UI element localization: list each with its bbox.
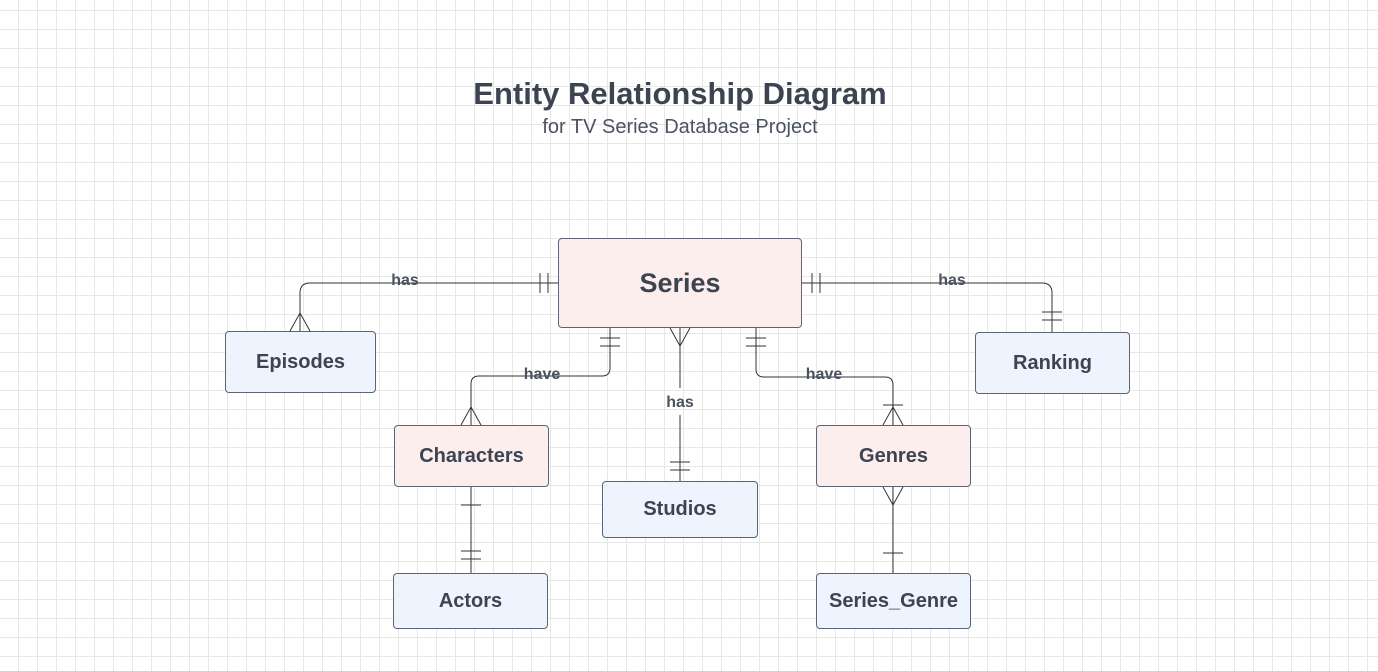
- entity-ranking-label: Ranking: [1013, 351, 1092, 374]
- entity-characters[interactable]: Characters: [394, 425, 549, 487]
- mark-one-series-genres: [746, 337, 766, 347]
- entity-episodes[interactable]: Episodes: [225, 331, 376, 393]
- diagram-subtitle: for TV Series Database Project: [542, 116, 818, 138]
- entity-genres[interactable]: Genres: [816, 425, 971, 487]
- relationship-label-series-genres: have: [805, 366, 843, 383]
- connector-series-characters: [470, 328, 611, 425]
- mark-many-characters: [460, 405, 482, 426]
- mark-many-series-studios: [669, 327, 691, 348]
- relationship-label-series-characters: have: [523, 366, 561, 383]
- mark-one-studios: [670, 461, 690, 471]
- mark-one-actors: [461, 550, 481, 560]
- mark-one-series-episodes: [539, 273, 549, 293]
- mark-many-episodes: [289, 311, 311, 332]
- entity-ranking[interactable]: Ranking: [975, 332, 1130, 394]
- entity-studios[interactable]: Studios: [602, 481, 758, 538]
- connector-series-episodes: [299, 282, 558, 331]
- entity-characters-label: Characters: [419, 444, 524, 467]
- relationship-label-series-studios: has: [666, 394, 694, 411]
- mark-many-genres: [882, 405, 904, 426]
- entity-actors[interactable]: Actors: [393, 573, 548, 629]
- entity-series-genre-label: Series_Genre: [829, 589, 958, 612]
- entity-series[interactable]: Series: [558, 238, 802, 328]
- connector-series-genres: [755, 328, 894, 425]
- entity-studios-label: Studios: [643, 498, 717, 520]
- relationship-label-series-episodes: has: [391, 272, 419, 289]
- relationship-label-series-ranking: has: [938, 272, 966, 289]
- entity-actors-label: Actors: [438, 589, 503, 612]
- mark-one-series-characters: [600, 337, 620, 347]
- entity-series-label: Series: [639, 267, 721, 298]
- mark-many-genres-series-genre: [882, 486, 904, 507]
- diagram-title: Entity Relationship Diagram: [473, 76, 887, 111]
- entity-genres-label: Genres: [859, 444, 928, 467]
- entity-episodes-label: Episodes: [256, 350, 345, 373]
- mark-one-ranking: [1042, 311, 1062, 321]
- mark-one-series-ranking: [811, 273, 821, 293]
- entity-series-genre[interactable]: Series_Genre: [816, 573, 971, 629]
- connector-series-ranking: [802, 282, 1053, 332]
